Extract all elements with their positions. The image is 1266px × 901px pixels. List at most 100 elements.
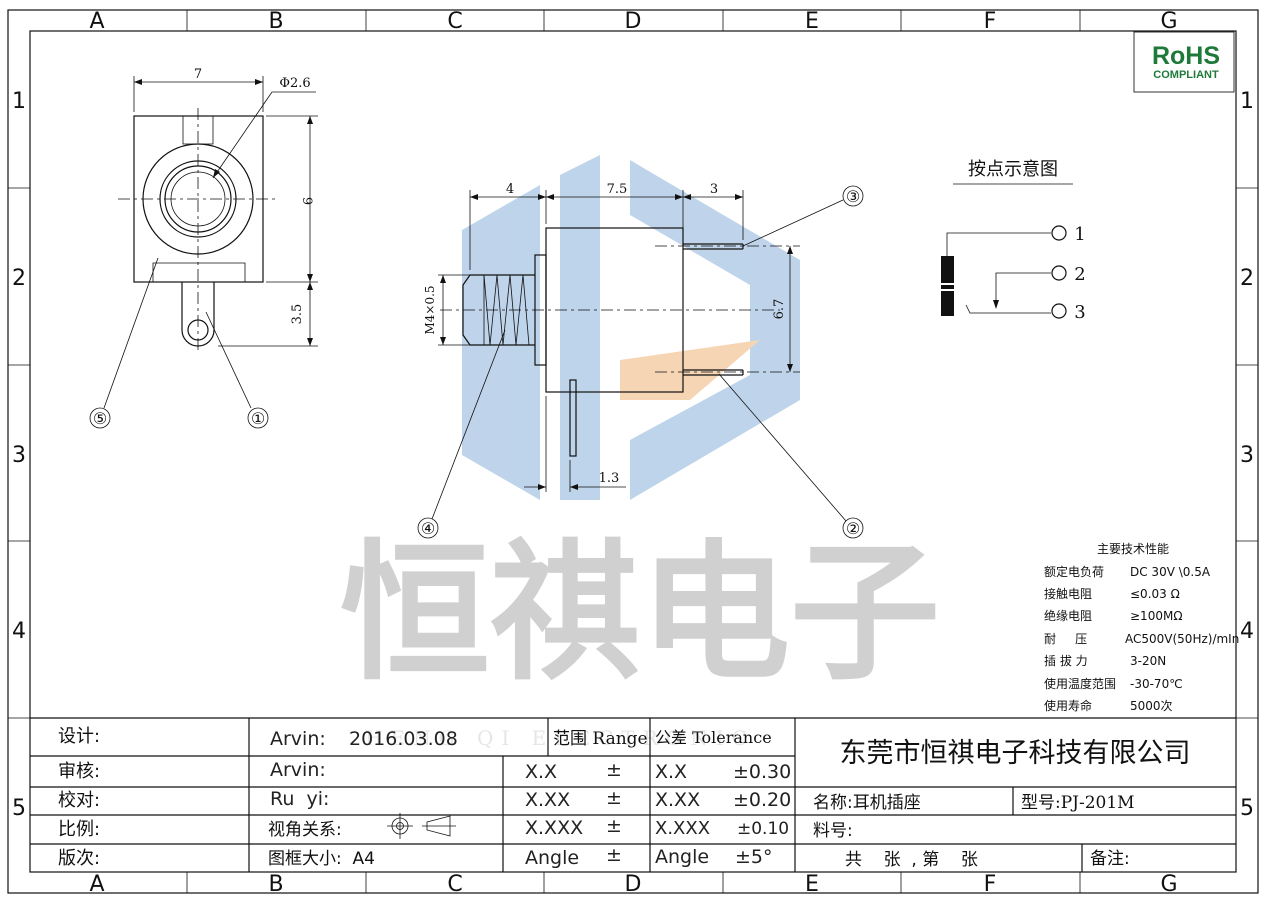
spec-label: 绝缘电阻 [1044, 608, 1092, 623]
model-number: 型号:PJ-201M [1021, 793, 1135, 813]
spec-label: 额定电负荷 [1044, 564, 1104, 579]
label-check: 校对: [58, 790, 100, 811]
spec-label: 耐 压 [1044, 632, 1087, 646]
row-label-right: 1 [1240, 89, 1254, 114]
watermark-faint-text: HENG QI ELECTRONIC [365, 726, 755, 750]
label-review: 审核: [58, 761, 100, 782]
spec-value: ≤0.03 Ω [1130, 587, 1180, 601]
dim-body-len: 7.5 [607, 182, 628, 197]
col-label-bottom: A [89, 872, 104, 897]
callout-2: ② [846, 519, 860, 538]
col-label-bottom: C [447, 872, 462, 897]
range-format: Angle [525, 847, 579, 869]
tolerance-header: 公差 Tolerance [655, 728, 772, 747]
dim-pin-label: 3.5 [290, 304, 305, 325]
projection-symbol-icon [387, 813, 456, 839]
remarks-label: 备注: [1090, 849, 1130, 869]
watermark-logo [462, 155, 800, 500]
schematic-pin-3: 3 [1074, 302, 1085, 323]
row-label-right: 4 [1240, 619, 1254, 644]
row-label-left: 4 [12, 619, 26, 644]
col-label-bottom: F [984, 872, 997, 897]
spec-label: 使用寿命 [1044, 698, 1092, 713]
range-format: X.XX [525, 789, 570, 811]
spec-value: 3-20N [1130, 654, 1166, 668]
row-label-left: 3 [12, 443, 26, 468]
dim-pin-pitch: 6.7 [772, 299, 787, 320]
spec-value: 5000次 [1130, 699, 1173, 713]
range-symbol: ± [606, 787, 622, 809]
callout-4: ④ [421, 519, 435, 538]
tol-value: ±0.30 [733, 761, 791, 783]
spec-label: 插 拔 力 [1044, 653, 1088, 668]
col-label-top: A [89, 9, 104, 34]
reviewer-name: Arvin: [270, 759, 326, 781]
callout-3: ③ [846, 187, 860, 206]
dim-thread-spec: M4×0.5 [423, 285, 437, 334]
row-label-right: 5 [1240, 796, 1254, 821]
rohs-badge: RoHS COMPLIANT [1133, 31, 1235, 93]
schematic-pin-1: 1 [1074, 224, 1085, 245]
schematic-title: 按点示意图 [968, 159, 1058, 180]
title-block: 设计: 审核: 校对: 比例: 版次: Arvin: 2016.03.08 Ar… [30, 717, 1236, 872]
range-header: 范围 Range [553, 729, 648, 749]
spec-title: 主要技术性能 [1097, 542, 1169, 556]
col-label-top: C [447, 9, 462, 34]
col-label-bottom: E [805, 872, 819, 897]
front-view: 7 Φ2.6 9 3.5 ⑤ ① [89, 67, 318, 429]
tol-format: Angle [655, 846, 709, 868]
sheet-count: 共 张 , 第 张 [845, 850, 978, 870]
material-number: 料号: [813, 821, 853, 841]
col-label-top: B [268, 9, 283, 34]
row-label-right: 3 [1240, 443, 1254, 468]
row-label-left: 5 [12, 796, 26, 821]
col-label-bottom: D [625, 872, 642, 897]
col-label-bottom: B [268, 872, 283, 897]
dim-height-label: 9 [299, 197, 314, 205]
label-revision: 版次: [58, 848, 100, 869]
dim-pin-thickness: 1.3 [599, 471, 620, 486]
spec-table: 主要技术性能 额定电负荷 DC 30V \0.5A 接触电阻 ≤0.03 Ω 绝… [1044, 542, 1239, 713]
watermark: 恒祺电子 HENG QI ELECTRONIC [340, 155, 940, 750]
row-label-left: 1 [12, 89, 26, 114]
side-view: 4 7.5 3 M4×0.5 6.7 1.3 ③ ② ④ [417, 182, 864, 539]
range-format: X.XXX [525, 817, 583, 839]
watermark-text: 恒祺电子 [340, 525, 940, 701]
range-format: X.X [525, 761, 557, 783]
col-label-top: D [625, 9, 642, 34]
schematic-pin-2: 2 [1074, 264, 1085, 285]
label-scale: 比例: [58, 819, 100, 840]
tol-format: X.X [655, 761, 687, 783]
checker-name: Ru yi: [270, 788, 329, 810]
col-label-top: G [1160, 9, 1177, 34]
contact-schematic: 按点示意图 1 2 3 [938, 159, 1086, 323]
frame-size: 图框大小: A4 [268, 849, 375, 869]
rohs-title: RoHS [1152, 42, 1220, 70]
tol-value: ±0.10 [737, 819, 789, 839]
col-label-bottom: G [1160, 872, 1177, 897]
dim-pin-len: 3 [710, 182, 718, 197]
spec-value: -30-70℃ [1130, 677, 1183, 691]
tol-value: ±0.20 [733, 789, 791, 811]
col-label-top: F [984, 9, 997, 34]
range-symbol: ± [606, 815, 622, 837]
callout-5: ⑤ [93, 409, 107, 428]
spec-value: ≥100MΩ [1130, 609, 1182, 623]
border-frame: A B C D E F G A B C D E F G 1 2 3 4 5 1 … [7, 9, 1259, 897]
col-label-top: E [805, 9, 819, 34]
designer-name: Arvin: [270, 728, 326, 750]
company-name: 东莞市恒祺电子科技有限公司 [840, 738, 1191, 769]
row-label-left: 2 [12, 266, 26, 291]
spec-value: DC 30V \0.5A [1130, 565, 1211, 579]
range-symbol: ± [606, 844, 622, 866]
row-label-right: 2 [1240, 266, 1254, 291]
spec-value: AC500V(50Hz)/mIn [1125, 632, 1239, 646]
dim-diameter-label: Φ2.6 [279, 76, 310, 91]
dim-thread-len: 4 [506, 182, 514, 197]
tol-format: X.XX [655, 789, 700, 811]
dim-width-label: 7 [194, 67, 202, 82]
spec-label: 使用温度范围 [1044, 676, 1116, 691]
part-name: 名称:耳机插座 [813, 793, 921, 813]
projection-label: 视角关系: [268, 820, 342, 840]
